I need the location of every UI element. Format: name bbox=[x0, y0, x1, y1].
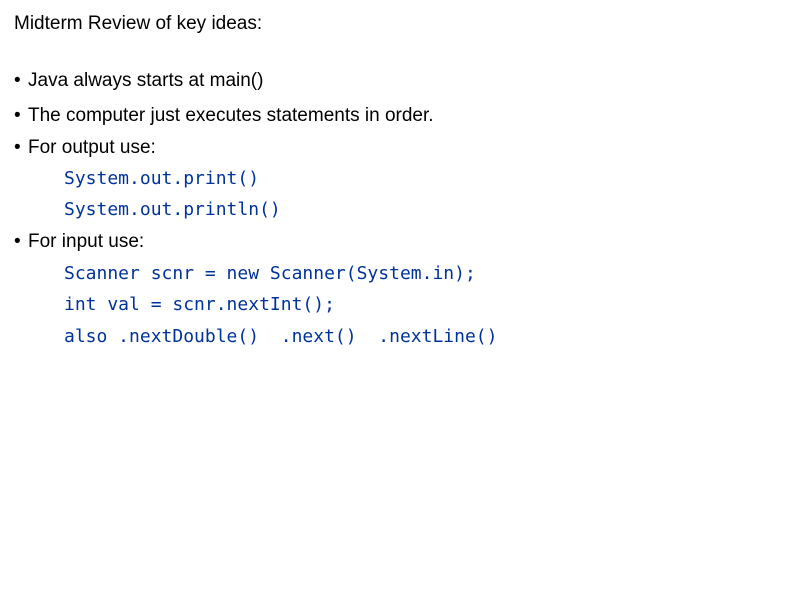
slide-title: Midterm Review of key ideas: bbox=[14, 13, 263, 34]
code-line-other-methods: also .nextDouble() .next() .nextLine() bbox=[64, 326, 498, 347]
bullet-statements-order: • The computer just executes statements i… bbox=[14, 105, 434, 127]
bullet-text: For input use: bbox=[28, 231, 145, 252]
bullet-text: Java always starts at main() bbox=[28, 70, 264, 91]
code-line-nextint: int val = scnr.nextInt(); bbox=[64, 294, 335, 315]
bullet-dot: • bbox=[14, 105, 21, 126]
bullet-dot: • bbox=[14, 70, 21, 91]
code-line-println: System.out.println() bbox=[64, 199, 281, 220]
bullet-text: For output use: bbox=[28, 137, 156, 158]
bullet-text: The computer just executes statements in… bbox=[28, 105, 434, 126]
bullet-input: • For input use: bbox=[14, 231, 144, 253]
code-line-print: System.out.print() bbox=[64, 168, 260, 189]
bullet-dot: • bbox=[14, 231, 21, 252]
bullet-dot: • bbox=[14, 137, 21, 158]
code-line-scanner: Scanner scnr = new Scanner(System.in); bbox=[64, 263, 476, 284]
bullet-java-main: • Java always starts at main() bbox=[14, 70, 263, 92]
bullet-output: • For output use: bbox=[14, 137, 156, 159]
